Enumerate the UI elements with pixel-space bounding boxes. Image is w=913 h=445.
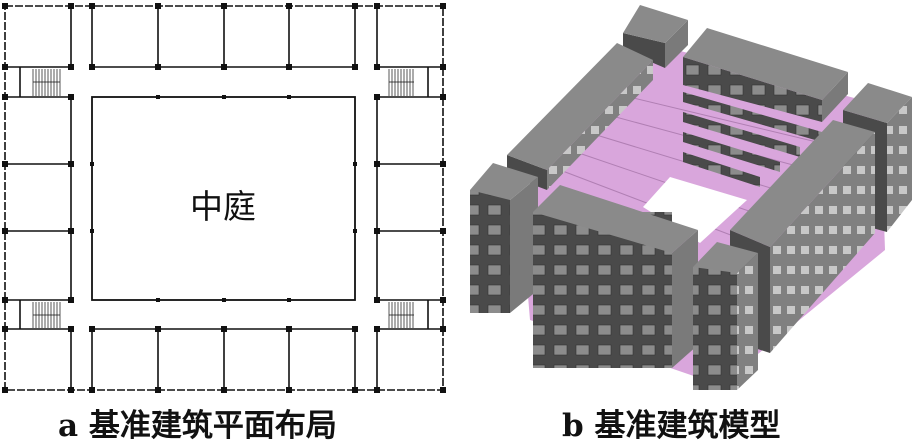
back-inner-windows (683, 92, 822, 187)
stair-icons (32, 69, 414, 328)
building-model (470, 5, 912, 390)
column-markers (2, 3, 446, 393)
floor-plan (2, 3, 446, 393)
block-front-right-tower (693, 242, 758, 390)
block-front (533, 185, 698, 368)
courtyard-void (643, 177, 747, 243)
caption-a: a 基准建筑平面布局 (58, 408, 337, 444)
courtyard-label: 中庭 (190, 187, 256, 226)
block-back-left-small (623, 5, 688, 68)
caption-b: b 基准建筑模型 (562, 408, 781, 444)
block-front-left-tower (470, 163, 538, 313)
block-back (683, 28, 848, 122)
